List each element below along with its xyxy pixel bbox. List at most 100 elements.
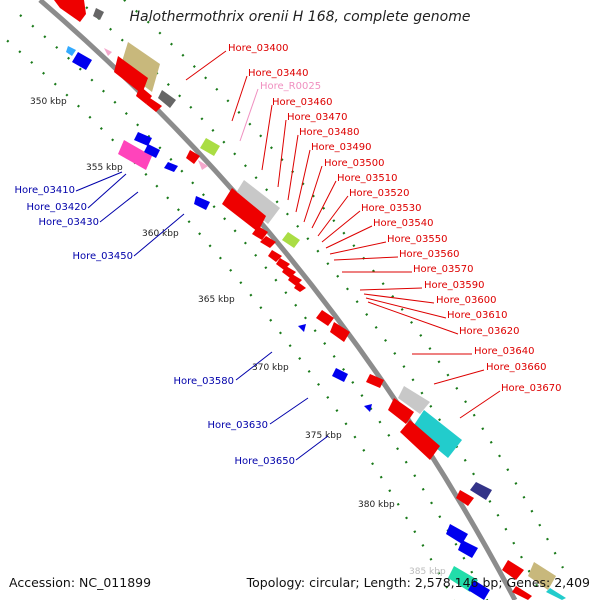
gene-label[interactable]: Hore_03530 (361, 203, 422, 214)
gene-label[interactable]: Hore_03500 (324, 158, 385, 169)
callout-line (99, 191, 139, 223)
callout-line (329, 241, 387, 255)
gene-feature[interactable] (294, 282, 306, 292)
gene-label[interactable]: Hore_03670 (501, 383, 562, 394)
accession-label: Accession: NC_011899 (9, 575, 152, 590)
callout-line (303, 165, 323, 223)
gene-label[interactable]: Hore_03620 (459, 326, 520, 337)
forward-gene-labels: Hore_03400 Hore_03440 Hore_R0025 Hore_03… (228, 43, 562, 394)
gene-feature[interactable] (330, 322, 350, 342)
gene-label[interactable]: Hore_03450 (73, 251, 134, 262)
gene-feature[interactable] (54, 0, 86, 22)
gene-feature[interactable] (398, 386, 430, 414)
gene-feature[interactable] (470, 482, 492, 500)
gene-feature[interactable] (412, 410, 462, 458)
gene-label[interactable]: Hore_03510 (337, 173, 398, 184)
gene-label[interactable]: Hore_03540 (373, 218, 434, 229)
gene-label[interactable]: Hore_03420 (27, 202, 88, 213)
gene-feature[interactable] (448, 566, 478, 592)
gene-feature[interactable] (136, 86, 152, 104)
callout-line (295, 435, 329, 461)
gene-label[interactable]: Hore_R0025 (260, 81, 321, 92)
gene-feature[interactable] (400, 420, 440, 460)
gene-feature[interactable] (72, 52, 92, 70)
gene-feature[interactable] (252, 226, 268, 240)
gene-feature[interactable] (260, 236, 276, 248)
gene-label[interactable]: Hore_03440 (248, 68, 309, 79)
gene-feature[interactable] (114, 56, 148, 94)
gene-label[interactable]: Hore_03600 (436, 295, 497, 306)
gene-feature[interactable] (366, 374, 384, 388)
scale-label: 385 kbp (409, 567, 446, 577)
gene-feature[interactable] (446, 524, 468, 544)
gene-label[interactable]: Hore_03640 (474, 346, 535, 357)
gene-feature[interactable] (388, 398, 414, 424)
callout-line (287, 134, 299, 201)
callout-line (185, 50, 227, 81)
gene-feature[interactable] (546, 588, 566, 600)
gene-feature[interactable] (364, 404, 372, 412)
genome-summary: Topology: circular; Length: 2,578,146 bp… (246, 575, 590, 590)
gene-feature[interactable] (268, 250, 282, 262)
gene-label[interactable]: Hore_03520 (349, 188, 410, 199)
gene-label[interactable]: Hore_03660 (486, 362, 547, 373)
gene-label[interactable]: Hore_03430 (39, 217, 100, 228)
gene-feature[interactable] (468, 580, 490, 600)
callout-line (261, 104, 273, 171)
callout-line (317, 195, 349, 237)
callout-line (75, 171, 123, 192)
gene-label[interactable]: Hore_03470 (287, 112, 348, 123)
gene-label[interactable]: Hore_03630 (208, 420, 269, 431)
scale-label: 355 kbp (86, 163, 123, 173)
gene-label[interactable]: Hore_03490 (311, 142, 372, 153)
gene-label[interactable]: Hore_03610 (447, 310, 508, 321)
gene-feature[interactable] (164, 162, 178, 172)
gene-feature[interactable] (134, 132, 152, 146)
gene-label[interactable]: Hore_03460 (272, 97, 333, 108)
gene-feature[interactable] (502, 560, 524, 580)
callout-line (239, 88, 259, 142)
gene-feature[interactable] (104, 48, 112, 56)
gene-feature[interactable] (222, 188, 266, 232)
scale-labels: 350 kbp 355 kbp 360 kbp 365 kbp 370 kbp … (30, 97, 446, 577)
callout-line (231, 75, 248, 122)
gene-feature[interactable] (120, 42, 160, 92)
callout-line (333, 256, 399, 261)
gene-feature[interactable] (298, 324, 306, 332)
callout-line (459, 390, 501, 419)
callout-line (277, 119, 287, 188)
gene-feature[interactable] (200, 138, 220, 156)
gene-feature[interactable] (144, 144, 160, 158)
gene-feature[interactable] (458, 540, 478, 558)
gene-feature[interactable] (198, 160, 208, 170)
gene-feature[interactable] (528, 562, 556, 590)
gene-feature[interactable] (512, 586, 532, 600)
gene-label[interactable]: Hore_03590 (424, 280, 485, 291)
gene-feature[interactable] (66, 46, 76, 56)
gene-label[interactable]: Hore_03400 (228, 43, 289, 54)
gene-feature[interactable] (456, 490, 474, 506)
gene-feature[interactable] (158, 90, 176, 108)
gene-feature[interactable] (146, 98, 162, 112)
scale-label: 370 kbp (252, 363, 289, 373)
callout-lines (75, 50, 501, 461)
callout-line (321, 210, 361, 243)
gene-feature[interactable] (234, 180, 280, 224)
gene-features (54, 0, 566, 600)
gene-label[interactable]: Hore_03570 (413, 264, 474, 275)
gene-label[interactable]: Hore_03560 (399, 249, 460, 260)
gene-feature[interactable] (194, 196, 210, 210)
scale-label: 375 kbp (305, 431, 342, 441)
gene-feature[interactable] (93, 8, 104, 20)
gene-label[interactable]: Hore_03480 (299, 127, 360, 138)
gene-feature[interactable] (332, 368, 348, 382)
gene-feature[interactable] (282, 232, 300, 248)
gene-feature[interactable] (316, 310, 334, 326)
gene-feature[interactable] (186, 150, 200, 164)
gene-label[interactable]: Hore_03550 (387, 234, 448, 245)
gene-label[interactable]: Hore_03410 (15, 185, 76, 196)
gene-feature[interactable] (118, 140, 152, 170)
dotted-track (19, 14, 489, 600)
gene-label[interactable]: Hore_03580 (174, 376, 235, 387)
gene-label[interactable]: Hore_03650 (235, 456, 296, 467)
